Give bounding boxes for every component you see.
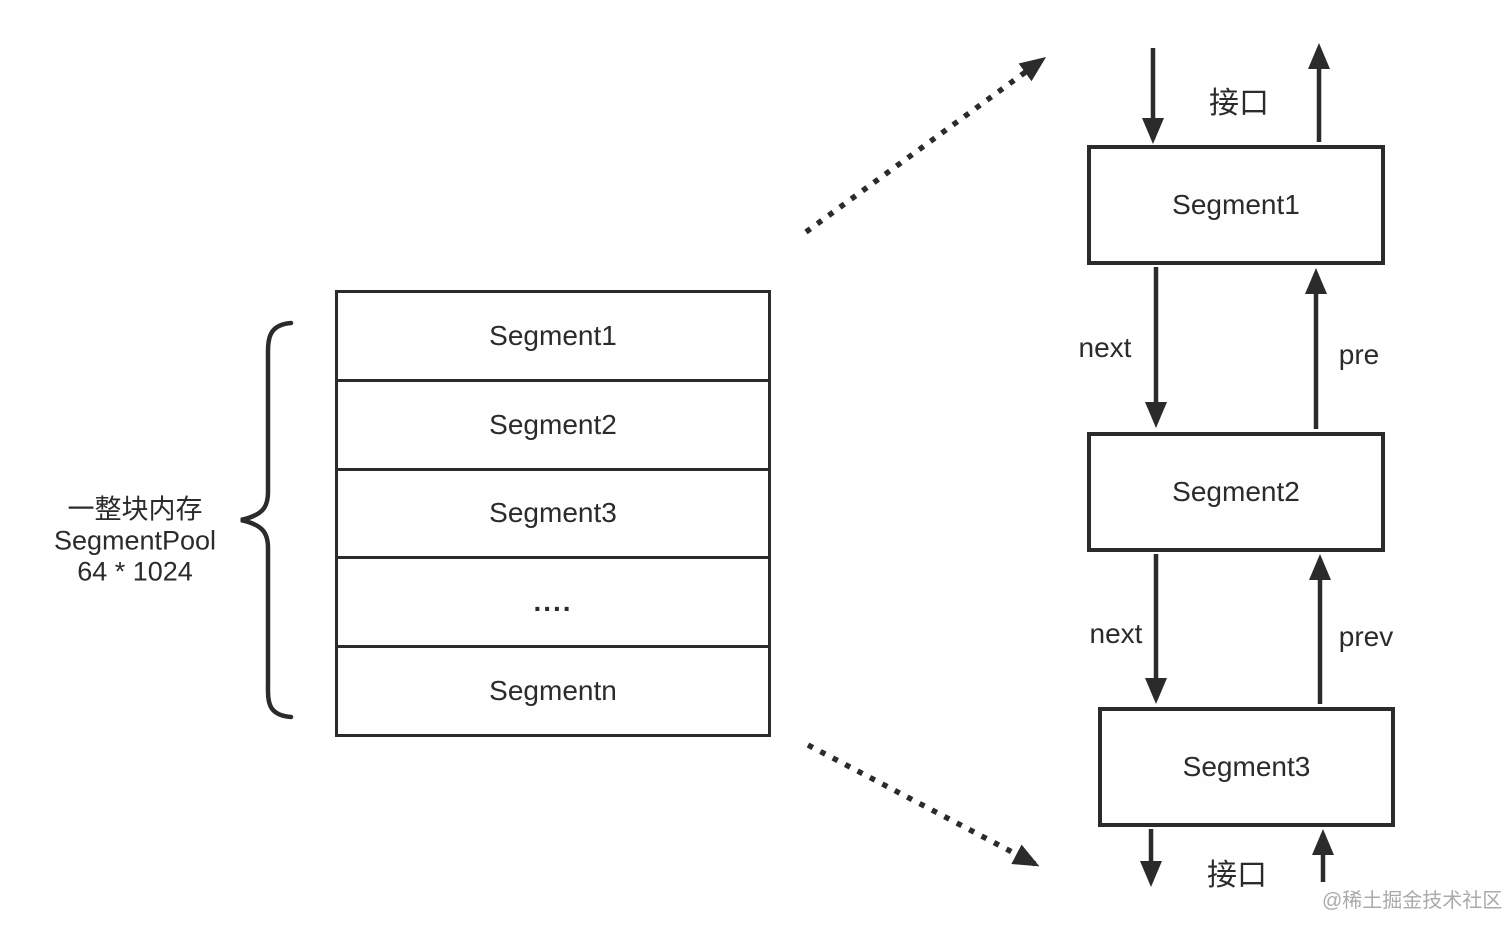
edge-label-next-2: next: [1089, 618, 1143, 649]
dotted-arrow-top: [804, 57, 1047, 235]
watermark: @稀土掘金技术社区: [1322, 890, 1503, 912]
edge-label-prev-2: prev: [1338, 621, 1394, 652]
chain-node-label: Segment3: [1182, 751, 1311, 782]
stack-row-label: Segmentn: [489, 675, 617, 707]
pool-annotation-line2: SegmentPool: [53, 525, 217, 556]
stack-row-segment2: Segment2: [338, 382, 768, 471]
stack-row-ellipsis: ....: [338, 559, 768, 649]
stack-row-label: Segment3: [489, 497, 617, 529]
segment-pool-stack: Segment1 Segment2 Segment3 .... Segmentn: [335, 290, 771, 737]
stack-row-segment1: Segment1: [338, 293, 768, 382]
pool-annotation: 一整块内存 SegmentPool 64 * 1024: [54, 495, 216, 588]
chain-node-segment2: Segment2: [1087, 432, 1385, 552]
interface-label-bottom: 接口: [1207, 859, 1267, 892]
brace: [240, 320, 294, 720]
pool-annotation-line3: 64 * 1024: [77, 556, 193, 587]
chain-node-segment1: Segment1: [1087, 145, 1385, 265]
edge-label-pre-1: pre: [1338, 339, 1380, 370]
stack-row-label: Segment1: [489, 319, 617, 351]
chain-node-label: Segment1: [1172, 189, 1300, 220]
chain-node-segment3: Segment3: [1098, 707, 1395, 827]
stack-row-label: Segment2: [489, 408, 617, 440]
ellipsis-label: ....: [533, 586, 573, 618]
chain-node-label: Segment2: [1172, 476, 1300, 507]
stack-row-segment3: Segment3: [338, 471, 768, 560]
dotted-arrow-bottom: [806, 742, 1040, 867]
stack-row-segmentn: Segmentn: [338, 648, 768, 734]
pool-annotation-line1: 一整块内存: [67, 494, 203, 525]
edge-label-next-1: next: [1078, 332, 1132, 363]
interface-label-top: 接口: [1209, 87, 1269, 120]
